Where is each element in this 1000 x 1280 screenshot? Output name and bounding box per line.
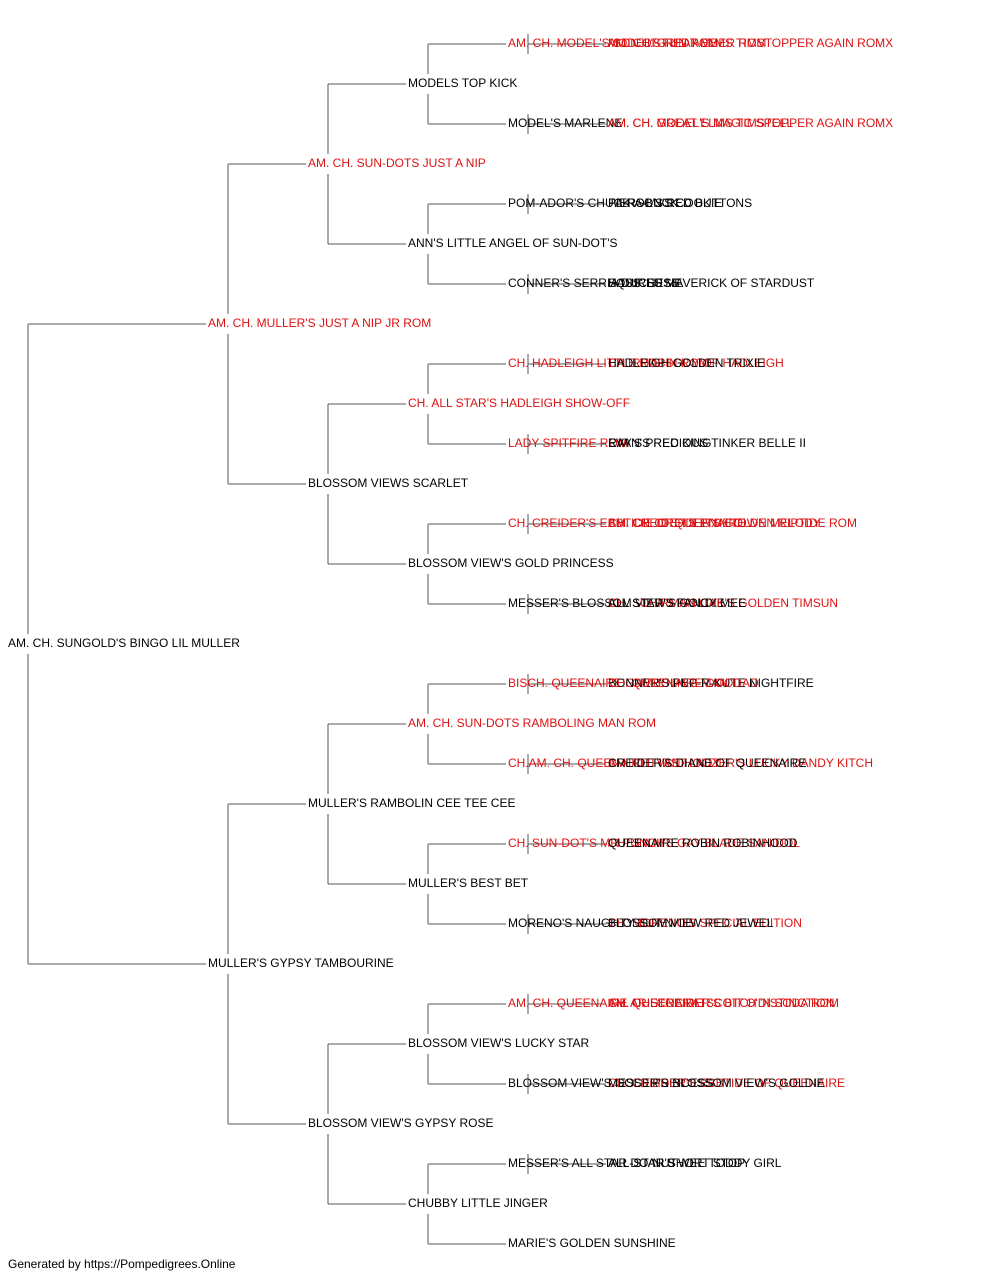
dam-gen4-label: MESSER'S BLOSSOM VIEW'S GOLDIE — [508, 596, 725, 610]
dam-gen4-label: CH.AM. CH. QUEENAIRE FIRST LADY — [508, 756, 720, 770]
dam-gen5-label: MODEL'S RED AMBER ROM — [608, 36, 766, 50]
sire-gen5-label: AM. CH. VAN HOOZER'S LUCKY DANDY KITCH — [608, 756, 873, 770]
sire-gen5-label: BONNER'S PEP-R-KUTE NIGHTFIRE — [608, 676, 814, 690]
sire-gen5-label: EVAN'S RED KING — [608, 436, 711, 450]
connector-lines — [27, 34, 606, 1245]
sire-gen4-label: CH. SUN-DOT'S MR PUNCH — [508, 836, 665, 850]
dam-gen5-label: CH. CREIDER'S PIXIETOWN MELODY — [608, 516, 821, 530]
sire-gen5-label: CH. RHAPSODY OF HADLEIGH — [608, 356, 784, 370]
sire-gen3-label: BLOSSOM VIEW'S LUCKY STAR — [408, 1036, 590, 1050]
dam-gen4-label: BLOSSOM VIEW'S GOLD PRINCESS — [508, 1076, 714, 1090]
subject-gen0-label: AM. CH. SUNGOLD'S BINGO LIL MULLER — [8, 636, 240, 650]
sire-gen3-label: MODELS TOP KICK — [408, 76, 517, 90]
sire-gen5-label: AM. CH. GREAT ELMS TIMSTOPPER AGAIN ROMX — [608, 116, 893, 130]
sire-gen5-label: CH. SCHIRMAN OAK'S GOLDEN TIMSUN — [608, 596, 838, 610]
sire-gen2-label: MULLER'S RAMBOLIN CEE TEE CEE — [308, 796, 515, 810]
sire-gen4-label: CH. HADLEIGH LITTLE ROBIN ROM — [508, 356, 709, 370]
dam-gen5-label: QUEENAIRE ROBIN ROBINHOOD — [608, 836, 798, 850]
sire-gen4-label: CH. CREIDER'S EBBTIDE OF QUEENAIRE — [508, 516, 745, 530]
dam-gen4-label: MARIE'S GOLDEN SUNSHINE — [508, 1236, 676, 1250]
dam-gen2-label: BLOSSOM VIEW'S GYPSY ROSE — [308, 1116, 493, 1130]
dam-gen2-label: BLOSSOM VIEWS SCARLET — [308, 476, 469, 490]
dam-gen5-label: AM. CH. CREIDER'S BIT O'DISTINCTION — [608, 996, 834, 1010]
dam-gen3-label: CHUBBY LITTLE JINGER — [408, 1196, 548, 1210]
dam-gen4-label: MODEL'S MARLENE — [508, 116, 622, 130]
sire-gen4-label: AM. CH. MODEL'S SON OF FUN ROM — [508, 36, 718, 50]
dam-gen4-label: LADY SPITFIRE ROM — [508, 436, 628, 450]
dam-gen5-label: CH. QUEENAIRE DOODAD — [608, 676, 759, 690]
dam-gen5-label: ALL-STAR'S WEE TODDY GIRL — [608, 1156, 782, 1170]
sire-gen5-label: CH. CREIDER'S EBBTIDE OF QUEENAIRE — [608, 1076, 845, 1090]
sire-gen3-label: AM. CH. SUN-DOTS RAMBOLING MAN ROM — [408, 716, 656, 730]
sire-gen2-label: AM. CH. SUN-DOTS JUST A NIP — [308, 156, 486, 170]
sire-gen1-label: AM. CH. MULLER'S JUST A NIP JR ROM — [208, 316, 431, 330]
dam-gen5-label: MESSER'S BLOSSOM VIEW'S GOLDIE — [608, 1076, 825, 1090]
sire-gen5-label: FA-ROB'S RED BUTTONS — [608, 196, 752, 210]
sire-gen5-label: CH. QUEENAIRE SCOTCH 'N SODA ROM — [608, 996, 839, 1010]
dam-gen3-label: BLOSSOM VIEW'S GOLD PRINCESS — [408, 556, 614, 570]
dam-gen5-label: HADLEIGH GOLDEN TRIXIE — [608, 356, 765, 370]
sire-gen5-label: AM. CH. GREAT ELMS TIMSTOPPER AGAIN ROMX — [608, 36, 893, 50]
dam-gen5-label: ALL STAR'S FANCY MEE — [608, 596, 746, 610]
sire-gen4-label: MESSER'S ALL STAR DO-NUT — [508, 1156, 678, 1170]
sire-gen5-label: ALL-STAR SHORT STOP — [608, 1156, 745, 1170]
dam-gen5-label: BLOSSOM VIEW RED JEWEL — [608, 916, 774, 930]
generated-by-credit: Generated by https://Pompedigrees.Online — [8, 1257, 236, 1271]
dam-gen4-label: MORENO'S NAUGHTY BUT NICE — [508, 916, 693, 930]
sire-gen5-label: CH. S A M'S GAY BLADE SANIDOL — [608, 836, 800, 850]
dam-gen5-label: AM. CH. MODEL'S MAGIC SPELL — [608, 116, 793, 130]
dam-gen3-label: ANN'S LITTLE ANGEL OF SUN-DOT'S — [408, 236, 618, 250]
sire-gen4-label: BISCH. QUEENAIRE GAMBOLING MAN — [508, 676, 728, 690]
dam-gen4-label: CONNER'S SERRIA DUCHESS — [508, 276, 680, 290]
sire-gen5-label: AM. CH. CREIDER'S GOLDEN RIPTIDE ROM — [608, 516, 857, 530]
sire-gen3-label: CH. ALL STAR'S HADLEIGH SHOW-OFF — [408, 396, 630, 410]
dam-gen5-label: RAY'S PRECIOUS TINKER BELLE II — [608, 436, 806, 450]
ancestor-labels: AM. CH. SUNGOLD'S BINGO LIL MULLER AM. CH… — [8, 36, 893, 1250]
sire-gen4-label: POM-ADOR'S CHUCK-A-LUCK — [508, 196, 678, 210]
sire-gen4-label: AM. CH. QUEENAIRE ARISTOCRAT — [508, 996, 707, 1010]
sire-gen5-label: SQUIRES MAVERICK OF STARDUST — [608, 276, 815, 290]
dam-gen5-label: PIERSON'S COOKIE — [608, 196, 722, 210]
dam-gen5-label: CREIDER'S DIANE OF QUEENAIRE — [608, 756, 806, 770]
dam-gen1-label: MULLER'S GYPSY TAMBOURINE — [208, 956, 394, 970]
dam-gen3-label: MULLER'S BEST BET — [408, 876, 529, 890]
dam-gen5-label: HASS' SUSIE — [608, 276, 682, 290]
sire-gen5-label: CH. MORENO'S SPECIAL EDITION — [608, 916, 802, 930]
